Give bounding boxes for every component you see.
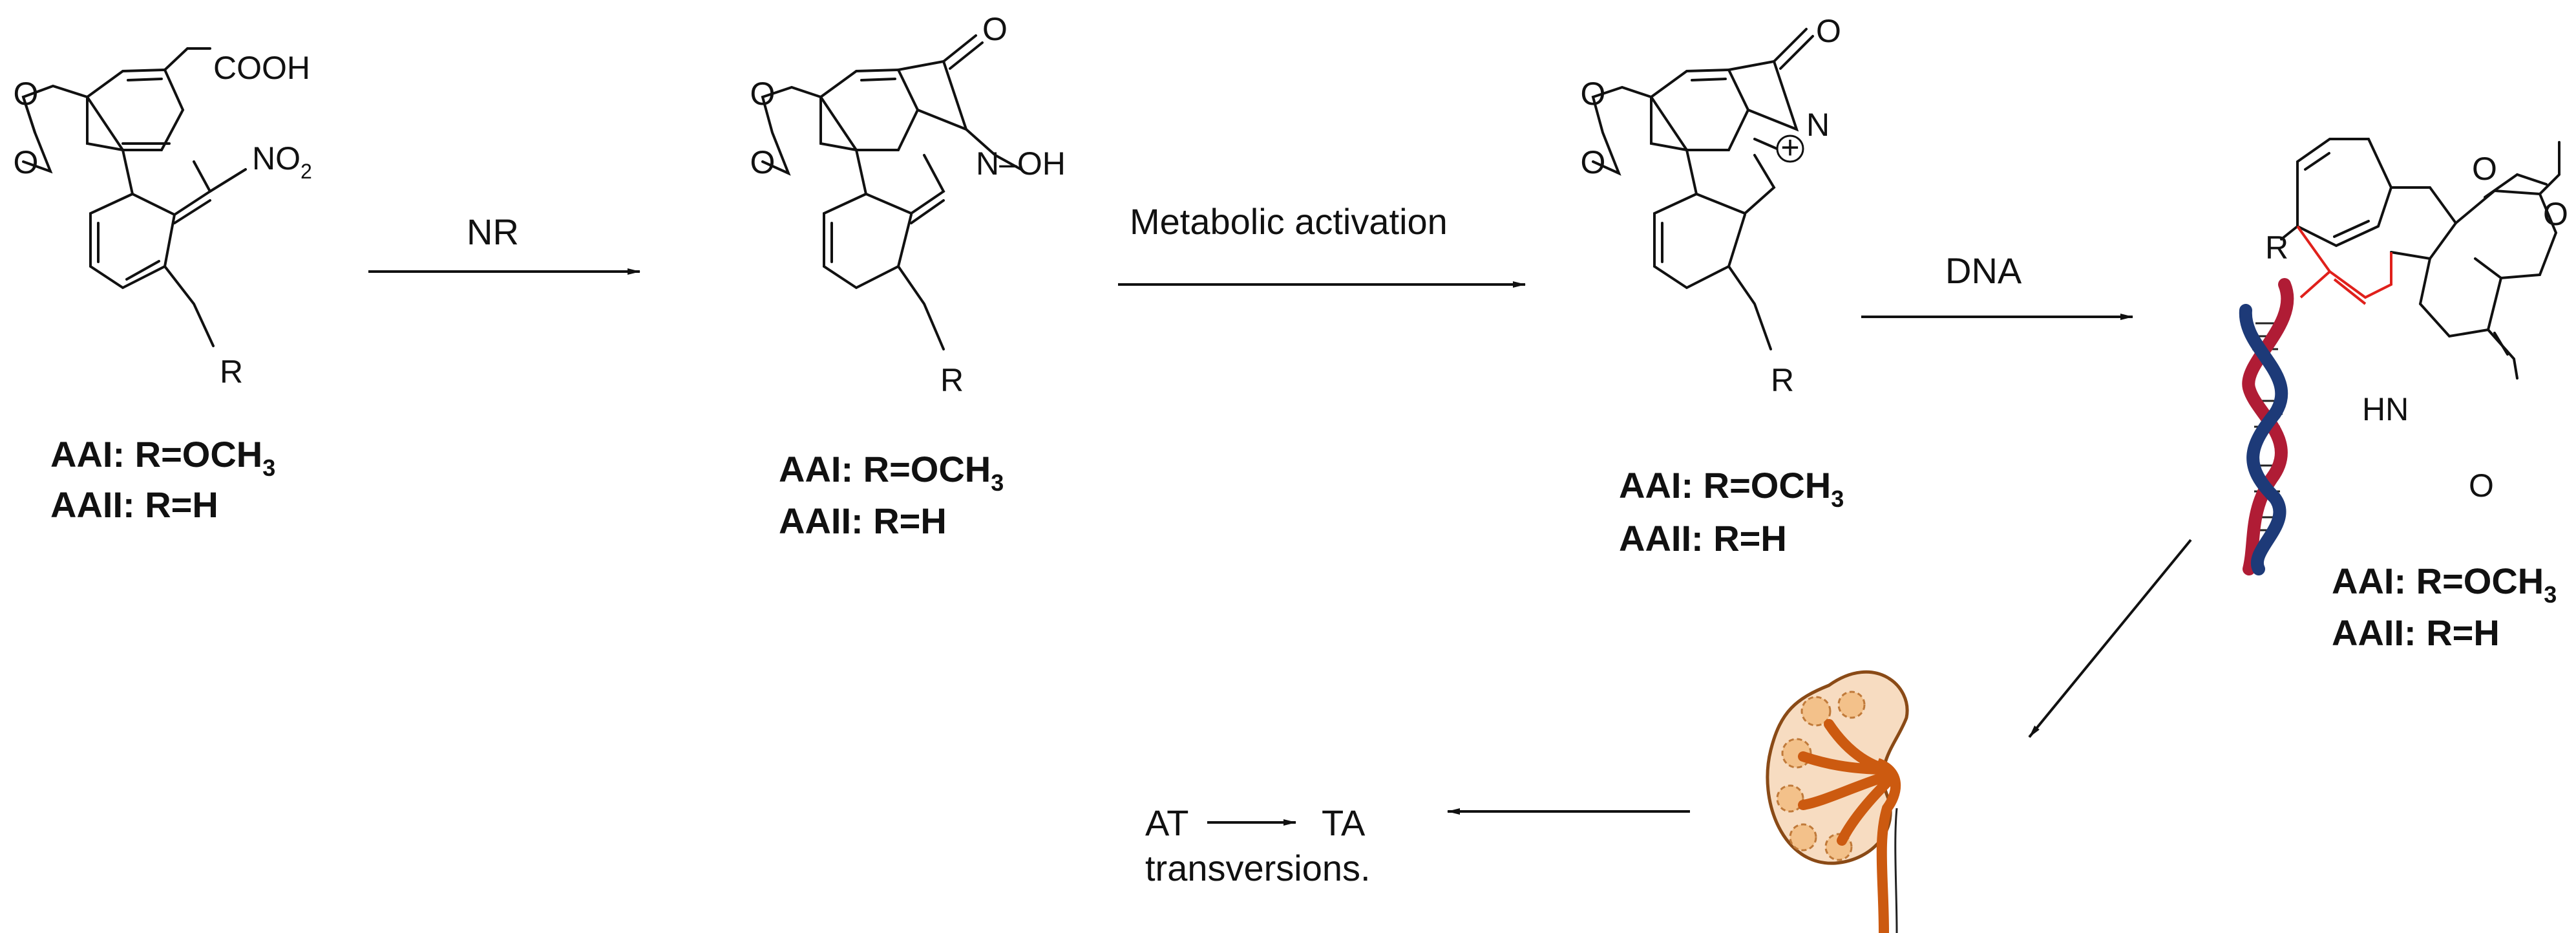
lactam-nh: HN xyxy=(2362,391,2409,427)
atom-o: O xyxy=(1581,144,1606,180)
r-group: R xyxy=(2265,230,2288,266)
arrow-to-kidney xyxy=(2028,539,2192,738)
molecule-dna-adduct: R HN O O O AAI: R=OCH3 AAII: R=H xyxy=(2239,138,2568,653)
nitro-group: NO2 xyxy=(252,140,312,183)
atom-n: N xyxy=(1806,107,1830,143)
outcome-transversion: AT TA transversions. xyxy=(1145,802,1371,888)
arrow-nr: NR xyxy=(368,211,640,275)
molecule-hydroxylamine: O O O N–OH R AAI: R=OCH3 AAII: R=H xyxy=(750,11,1066,541)
r-group: R xyxy=(1771,362,1794,398)
substituent-line-aaii: AAII: R=H xyxy=(2332,612,2500,653)
r-group: R xyxy=(940,362,964,398)
atom-o: O xyxy=(1581,76,1606,112)
dna-helix-icon xyxy=(2239,278,2294,575)
transversions-label: transversions. xyxy=(1145,848,1371,888)
at-label: AT xyxy=(1145,802,1188,843)
atom-o: O xyxy=(2472,151,2497,187)
arrow-metabolic-activation: Metabolic activation xyxy=(1118,201,1526,288)
carbonyl-o: O xyxy=(1816,13,1841,49)
substituent-line-aai: AAI: R=OCH3 xyxy=(50,434,275,481)
nr-label: NR xyxy=(467,211,519,252)
substituent-line-aaii: AAII: R=H xyxy=(50,484,218,525)
r-group: R xyxy=(220,354,243,390)
kidney-icon xyxy=(1766,670,1909,933)
atom-o: O xyxy=(14,76,39,112)
substituent-line-aaii: AAII: R=H xyxy=(779,500,947,541)
molecule-nitrenium: + O O O N R AAI: R=OCH3 AAII: R=H xyxy=(1581,13,1844,559)
charge-plus: + xyxy=(1780,129,1799,166)
atom-o: O xyxy=(14,144,39,180)
substituent-line-aai: AAI: R=OCH3 xyxy=(1619,465,1844,512)
molecule-aristolochic-acid: O O COOH NO2 R AAI: R=OCH3 AAII: R=H xyxy=(14,47,312,525)
dna-label: DNA xyxy=(1945,250,2022,291)
metabolic-activation-label: Metabolic activation xyxy=(1130,201,1448,242)
carbonyl-o: O xyxy=(2469,467,2494,504)
carbonyl-o: O xyxy=(982,11,1008,47)
cooh-group: COOH xyxy=(213,50,310,86)
substituent-line-aai: AAI: R=OCH3 xyxy=(2332,561,2557,608)
atom-o: O xyxy=(750,76,776,112)
substituent-line-aaii: AAII: R=H xyxy=(1619,518,1787,559)
atom-o: O xyxy=(2543,196,2568,232)
arrow-dna: DNA xyxy=(1861,250,2133,320)
positive-charge-icon xyxy=(1776,134,1804,163)
ta-label: TA xyxy=(1322,802,1366,843)
atom-o: O xyxy=(750,144,776,180)
substituent-line-aai: AAI: R=OCH3 xyxy=(779,449,1004,496)
n-oh-group: N–OH xyxy=(976,145,1066,182)
